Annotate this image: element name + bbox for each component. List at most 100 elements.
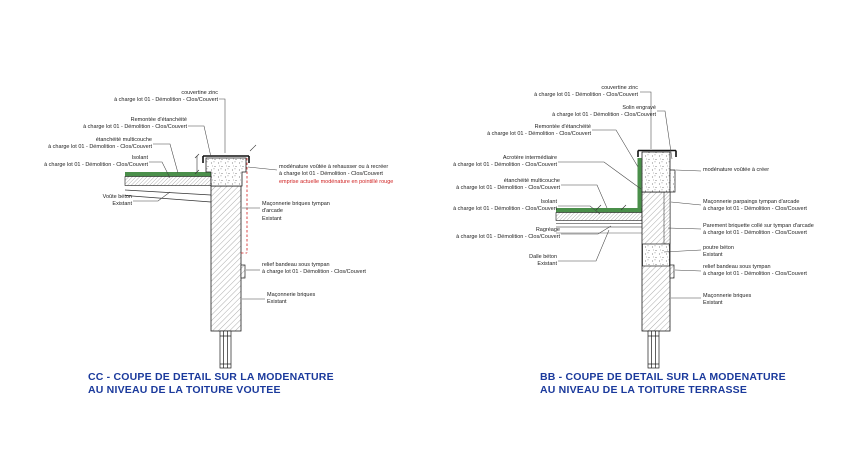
title-line: AU NIVEAU DE LA TOITURE VOUTEE bbox=[88, 383, 281, 396]
title-line: AU NIVEAU DE LA TOITURE TERRASSE bbox=[540, 383, 748, 396]
cc-section-drawing bbox=[124, 98, 278, 369]
label-bb-maconnerie-briques: Maçonnerie briques Existant bbox=[703, 293, 751, 308]
label-bb-relief-bandeau: relief bandeau sous tympan à charge lot … bbox=[703, 264, 807, 279]
label-line: étanchéité multicouche bbox=[95, 137, 152, 143]
label-line-red: emprise actuelle modénature en pointillé… bbox=[279, 178, 394, 185]
bb-parapet-acroter bbox=[641, 151, 671, 193]
cc-window-below bbox=[219, 330, 232, 369]
label-bb-poutre-beton: poutre béton Existant bbox=[703, 245, 734, 260]
label-bb-ragreage: Ragréage à charge lot 01 - Démolition - … bbox=[456, 227, 560, 242]
label-line: Existant bbox=[703, 300, 723, 307]
title-line: CC - COUPE DE DETAIL SUR LA MODENATURE bbox=[88, 371, 334, 383]
label-line: Existant bbox=[537, 261, 557, 268]
title-line: BB - COUPE DE DETAIL SUR LA MODENATURE bbox=[540, 371, 786, 383]
bb-couvertine-cap bbox=[637, 149, 677, 157]
cc-band-relief bbox=[240, 264, 246, 279]
cc-parapet-moulding bbox=[205, 157, 247, 187]
label-bb-acrotere: Acrotère intermédiaire à charge lot 01 -… bbox=[453, 155, 557, 170]
label-line: Voûte béton bbox=[102, 194, 132, 200]
bb-insulation-layer bbox=[555, 212, 643, 221]
label-line: Isolant bbox=[131, 155, 148, 161]
label-line: à charge lot 01 - Démolition - Clos/Couv… bbox=[487, 131, 591, 138]
bb-window-below bbox=[647, 330, 660, 369]
label-line: Solin engravé bbox=[622, 105, 656, 111]
label-line: à charge lot 01 - Démolition - Clos/Couv… bbox=[703, 271, 807, 278]
bb-dimension-ticks bbox=[595, 204, 627, 211]
bb-section-drawing bbox=[555, 91, 702, 369]
label-line: à charge lot 01 - Démolition - Clos/Couv… bbox=[456, 185, 560, 192]
label-bb-couvertine-zinc: couvertine zinc à charge lot 01 - Démoli… bbox=[534, 85, 638, 100]
label-bb-isolant: Isolant à charge lot 01 - Démolition - C… bbox=[453, 199, 557, 214]
label-line: à charge lot 01 - Démolition - Clos/Couv… bbox=[279, 171, 383, 178]
cc-red-dashed-outline bbox=[241, 158, 248, 254]
label-bb-etancheite-multicouche: étanchéité multicouche à charge lot 01 -… bbox=[456, 178, 560, 193]
label-bb-solin-engrave: Solin engravé à charge lot 01 - Démoliti… bbox=[552, 105, 656, 120]
label-line: Existant bbox=[112, 201, 132, 208]
label-line: étanchéité multicouche bbox=[503, 178, 560, 184]
cc-brick-wall-hatch bbox=[210, 185, 242, 332]
cc-dimension-ticks bbox=[194, 144, 257, 175]
label-line: Acrotère intermédiaire bbox=[502, 155, 557, 161]
cc-section-title: CC - COUPE DE DETAIL SUR LA MODENATURE A… bbox=[88, 371, 334, 396]
cc-vault-lines bbox=[124, 189, 212, 203]
label-line: Maçonnerie briques tympan bbox=[262, 201, 330, 207]
label-cc-modenature: modénature voûtée à rehausser ou à recré… bbox=[279, 164, 393, 186]
label-bb-modenature: modénature voûtée à créer bbox=[703, 167, 769, 174]
label-cc-isolant: Isolant à charge lot 01 - Démolition - C… bbox=[44, 155, 148, 170]
label-cc-tympan-arcade: Maçonnerie briques tympan d'arcade Exist… bbox=[262, 201, 330, 223]
label-line: à charge lot 01 - Démolition - Clos/Couv… bbox=[534, 92, 638, 99]
label-line: Existant bbox=[267, 299, 287, 306]
bb-band-relief bbox=[669, 264, 675, 279]
label-cc-maconnerie-briques: Maçonnerie briques Existant bbox=[267, 292, 315, 307]
label-line: Maçonnerie parpaings tympan d'arcade bbox=[703, 199, 800, 205]
label-line: relief bandeau sous tympan bbox=[703, 264, 771, 270]
label-line: poutre béton bbox=[703, 245, 734, 251]
label-line: modénature voûtée à créer bbox=[703, 167, 770, 173]
label-line: à charge lot 01 - Démolition - Clos/Couv… bbox=[453, 162, 557, 169]
bb-concrete-beam bbox=[642, 243, 670, 267]
label-line: Maçonnerie briques bbox=[703, 293, 752, 299]
label-line: à charge lot 01 - Démolition - Clos/Couv… bbox=[453, 206, 557, 213]
label-line: Existant bbox=[262, 215, 282, 222]
cc-leader-lines bbox=[133, 98, 278, 300]
label-line: Maçonnerie briques bbox=[267, 292, 316, 298]
label-line: relief bandeau sous tympan bbox=[262, 262, 330, 268]
label-line: à charge lot 01 - Démolition - Clos/Couv… bbox=[44, 162, 148, 169]
bb-upstand-layer bbox=[637, 158, 642, 208]
label-line: à charge lot 01 - Démolition - Clos/Couv… bbox=[703, 206, 807, 213]
label-line: à charge lot 01 - Démolition - Clos/Couv… bbox=[114, 97, 218, 104]
label-line: couvertine zinc bbox=[181, 90, 218, 96]
label-line: Parement briquette collé sur tympan d'ar… bbox=[703, 223, 814, 229]
label-cc-voute-beton: Voûte béton Existant bbox=[103, 194, 132, 209]
label-line: à charge lot 01 - Démolition - Clos/Couv… bbox=[456, 234, 560, 241]
label-line: Existant bbox=[703, 252, 723, 259]
bb-leader-lines bbox=[558, 91, 702, 299]
label-line: Remontée d'étanchéité bbox=[130, 117, 187, 123]
label-line: à charge lot 01 - Démolition - Clos/Couv… bbox=[552, 112, 656, 119]
label-line: à charge lot 01 - Démolition - Clos/Couv… bbox=[48, 144, 152, 151]
label-bb-parpaings: Maçonnerie parpaings tympan d'arcade à c… bbox=[703, 199, 807, 214]
bb-moulding-step bbox=[669, 169, 676, 193]
label-cc-couvertine-zinc: couvertine zinc à charge lot 01 - Démoli… bbox=[114, 90, 218, 105]
label-line: couvertine zinc bbox=[601, 85, 638, 91]
label-line: Ragréage bbox=[535, 227, 560, 233]
label-line: Isolant bbox=[540, 199, 557, 205]
bb-roof-buildup bbox=[555, 158, 643, 234]
bb-waterproofing-layer bbox=[556, 208, 642, 213]
label-line: à charge lot 01 - Démolition - Clos/Couv… bbox=[262, 269, 366, 276]
cc-insulation-layer bbox=[124, 176, 212, 186]
label-line: d'arcade bbox=[262, 208, 283, 215]
label-bb-dalle-beton: Dalle béton Existant bbox=[529, 254, 557, 269]
label-line: Dalle béton bbox=[529, 254, 557, 260]
label-bb-remontee-etancheite: Remontée d'étanchéité à charge lot 01 - … bbox=[487, 124, 591, 139]
label-line: modénature voûtée à rehausser ou à recré… bbox=[279, 164, 389, 170]
label-line: Remontée d'étanchéité bbox=[534, 124, 591, 130]
bb-section-title: BB - COUPE DE DETAIL SUR LA MODENATURE A… bbox=[540, 371, 786, 396]
label-cc-etancheite-multicouche: étanchéité multicouche à charge lot 01 -… bbox=[48, 137, 152, 152]
label-line: à charge lot 01 - Démolition - Clos/Couv… bbox=[83, 124, 187, 131]
bb-brick-facing-strip bbox=[663, 191, 671, 245]
label-bb-parement-briquette: Parement briquette collé sur tympan d'ar… bbox=[703, 223, 814, 238]
label-cc-remontee-etancheite: Remontée d'étanchéité à charge lot 01 - … bbox=[83, 117, 187, 132]
